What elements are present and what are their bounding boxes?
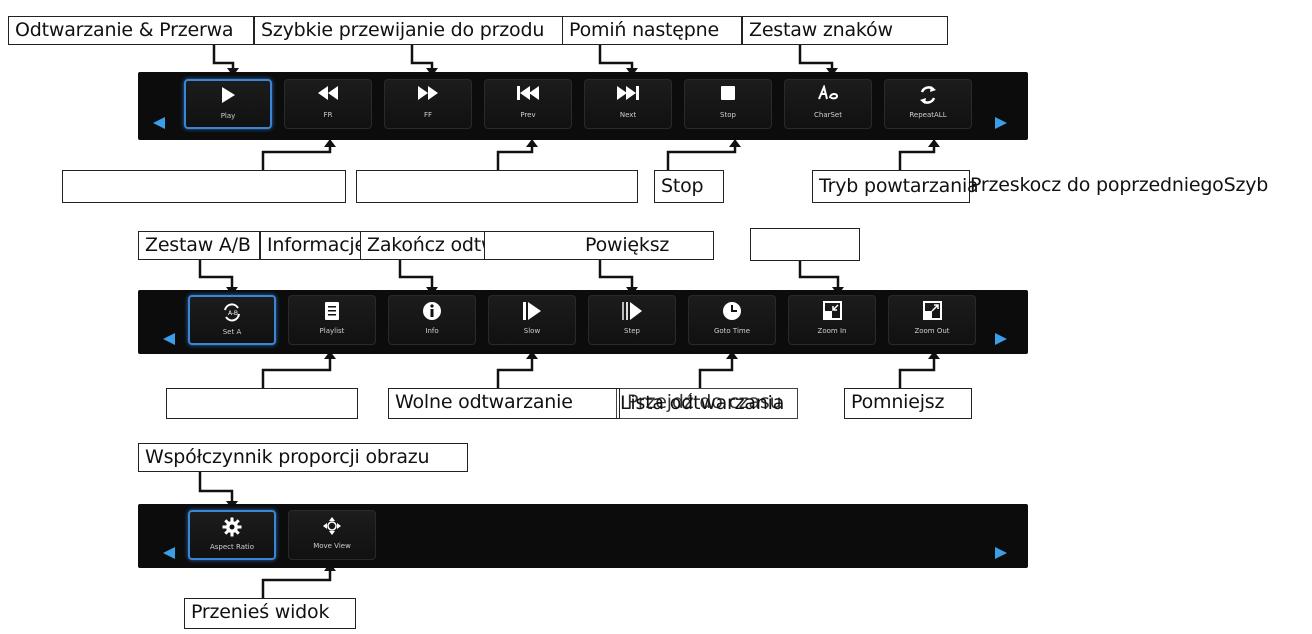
svg-text:A-B: A-B — [228, 310, 238, 317]
callout-skip-next: Pomiń następne — [562, 16, 742, 45]
callout-blank-playlist — [166, 388, 358, 419]
callout-fast-forward: Szybkie przewijanie do przodu — [254, 16, 568, 45]
play-button[interactable]: Play — [184, 79, 272, 129]
button-label: Info — [425, 327, 439, 335]
button-label: Aspect Ratio — [210, 543, 254, 551]
slow-icon — [489, 296, 575, 326]
scroll-right-arrow-icon[interactable] — [994, 546, 1008, 560]
skip-previous-icon — [485, 80, 571, 110]
aspect-ratio-button[interactable]: Aspect Ratio — [188, 510, 276, 560]
button-label: Slow — [523, 327, 541, 335]
zoom-out-icon — [889, 296, 975, 326]
fast-forward-button[interactable]: FF — [384, 79, 472, 129]
callout-skip-previous-overflow: Przeskocz do poprzedniegoSzyb — [970, 174, 1269, 196]
button-label: Step — [624, 327, 640, 335]
zoom-in-button[interactable]: Zoom In — [788, 295, 876, 345]
callout-goto-time: Przejdź do czasu — [616, 388, 798, 419]
set-a-icon: A-B — [190, 297, 274, 327]
callout-zoom-in: Powiększ — [484, 231, 714, 260]
charset-button[interactable]: CharSet — [784, 79, 872, 129]
callout-repeat-mode: Tryb powtarzania — [812, 170, 979, 203]
next-button[interactable]: Next — [584, 79, 672, 129]
callout-repeat-text: Tryb powtarzania — [819, 175, 979, 197]
rewind-icon — [285, 80, 371, 110]
callout-playlist: Lista odtwarzania — [620, 392, 785, 414]
gear-icon — [190, 512, 274, 542]
info-icon — [389, 296, 475, 326]
callout-aspect-ratio: Współczynnik proporcji obrazu — [138, 443, 468, 472]
playlist-button[interactable]: Playlist — [288, 295, 376, 345]
playback-toolbar-3: Aspect Ratio Move View — [138, 504, 1028, 568]
button-label: Next — [619, 111, 637, 119]
clock-icon — [689, 296, 775, 326]
stop-icon — [685, 80, 771, 110]
button-label: Set A — [222, 328, 242, 336]
callout-stop: Stop — [654, 170, 724, 203]
scroll-right-arrow-icon[interactable] — [994, 116, 1008, 130]
callout-rewind — [62, 170, 346, 203]
repeat-icon — [885, 80, 971, 110]
button-label: Zoom In — [817, 327, 847, 335]
info-button[interactable]: Info — [388, 295, 476, 345]
slow-button[interactable]: Slow — [488, 295, 576, 345]
prev-button[interactable]: Prev — [484, 79, 572, 129]
button-label: Stop — [720, 111, 736, 119]
scroll-left-arrow-icon[interactable] — [162, 546, 176, 560]
callout-blank-zoom — [750, 228, 860, 261]
callout-skip-previous — [356, 170, 638, 203]
callout-zoom-out: Pomniejsz — [844, 388, 972, 419]
step-button[interactable]: Step — [588, 295, 676, 345]
callout-charset: Zestaw znaków — [742, 16, 948, 45]
zoom-out-button[interactable]: Zoom Out — [888, 295, 976, 345]
rewind-button[interactable]: FR — [284, 79, 372, 129]
scroll-left-arrow-icon[interactable] — [162, 332, 176, 346]
button-label: FF — [423, 111, 433, 119]
button-label: Play — [220, 112, 236, 120]
button-label: Playlist — [319, 327, 345, 335]
scroll-left-arrow-icon[interactable] — [152, 116, 166, 130]
button-label: Prev — [520, 111, 536, 119]
repeat-button[interactable]: RepeatALL — [884, 79, 972, 129]
fast-forward-icon — [385, 80, 471, 110]
callout-move-view: Przenieś widok — [184, 598, 356, 629]
stop-button[interactable]: Stop — [684, 79, 772, 129]
callout-play-pause: Odtwarzanie & Przerwa — [8, 16, 254, 45]
playback-toolbar-1: Play FR FF Prev Next Stop CharSet Repeat… — [138, 72, 1028, 140]
skip-next-icon — [585, 80, 671, 110]
play-icon — [186, 81, 270, 111]
playlist-icon — [289, 296, 375, 326]
move-view-button[interactable]: Move View — [288, 510, 376, 560]
scroll-right-arrow-icon[interactable] — [994, 332, 1008, 346]
callout-slow-playback: Wolne odtwarzanie — [388, 388, 620, 419]
move-view-icon — [289, 511, 375, 541]
playback-toolbar-2: A-B Set A Playlist Info Slow Step Goto T… — [138, 290, 1028, 354]
set-a-button[interactable]: A-B Set A — [188, 295, 276, 345]
button-label: RepeatALL — [909, 111, 947, 119]
charset-icon — [785, 80, 871, 110]
button-label: CharSet — [814, 111, 842, 119]
button-label: Goto Time — [713, 327, 751, 335]
step-icon — [589, 296, 675, 326]
button-label: FR — [323, 111, 333, 119]
goto-time-button[interactable]: Goto Time — [688, 295, 776, 345]
zoom-in-icon — [789, 296, 875, 326]
button-label: Move View — [313, 542, 351, 550]
button-label: Zoom Out — [914, 327, 950, 335]
callout-set-ab: Zestaw A/B — [138, 231, 260, 260]
